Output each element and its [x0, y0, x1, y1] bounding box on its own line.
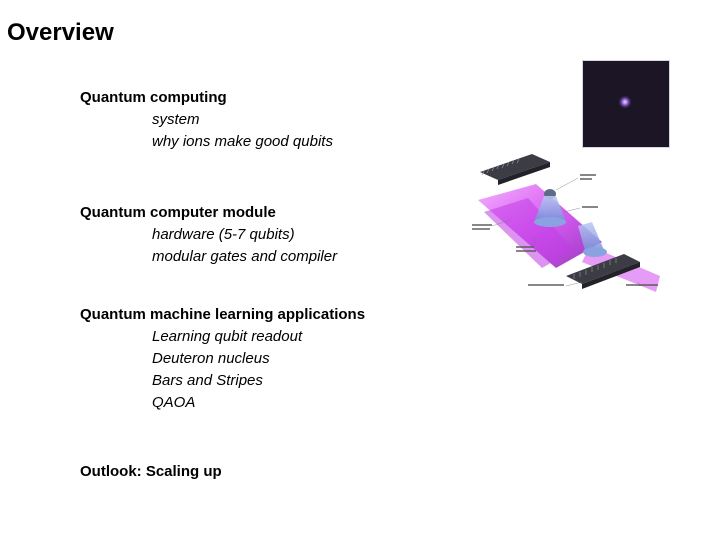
lower-trap-chip: [566, 254, 640, 289]
page-title: Overview: [7, 19, 114, 46]
ion-glow-graphic: [583, 61, 669, 147]
trapped-ion-image: [582, 60, 670, 148]
section-item: hardware (5-7 qubits): [152, 226, 295, 243]
section-item: Learning qubit readout: [152, 328, 303, 345]
ion-trap-graphic: [472, 154, 660, 292]
upper-trap-chip: [480, 154, 550, 185]
section-item: modular gates and compiler: [152, 248, 338, 265]
section-item: Bars and Stripes: [152, 372, 263, 389]
section-quantum-computing: Quantum computing system why ions make g…: [80, 87, 333, 153]
laser-beam-lower: [484, 198, 574, 268]
lens-optics: [578, 222, 607, 257]
section-quantum-computer-module: Quantum computer module hardware (5-7 qu…: [80, 202, 337, 268]
section-item: QAOA: [152, 394, 196, 411]
section-item: why ions make good qubits: [152, 133, 333, 150]
section-heading: Quantum computing: [80, 89, 227, 106]
section-heading: Outlook: Scaling up: [80, 463, 222, 480]
detection-optics: [534, 189, 566, 227]
section-qml-applications: Quantum machine learning applications Le…: [80, 304, 365, 414]
section-outlook: Outlook: Scaling up: [80, 461, 222, 483]
ion-dot: [618, 95, 632, 109]
section-item: system: [152, 111, 200, 128]
section-item: Deuteron nucleus: [152, 350, 270, 367]
ion-trap-diagram: [470, 150, 670, 298]
section-heading: Quantum computer module: [80, 204, 276, 221]
section-heading: Quantum machine learning applications: [80, 306, 366, 323]
